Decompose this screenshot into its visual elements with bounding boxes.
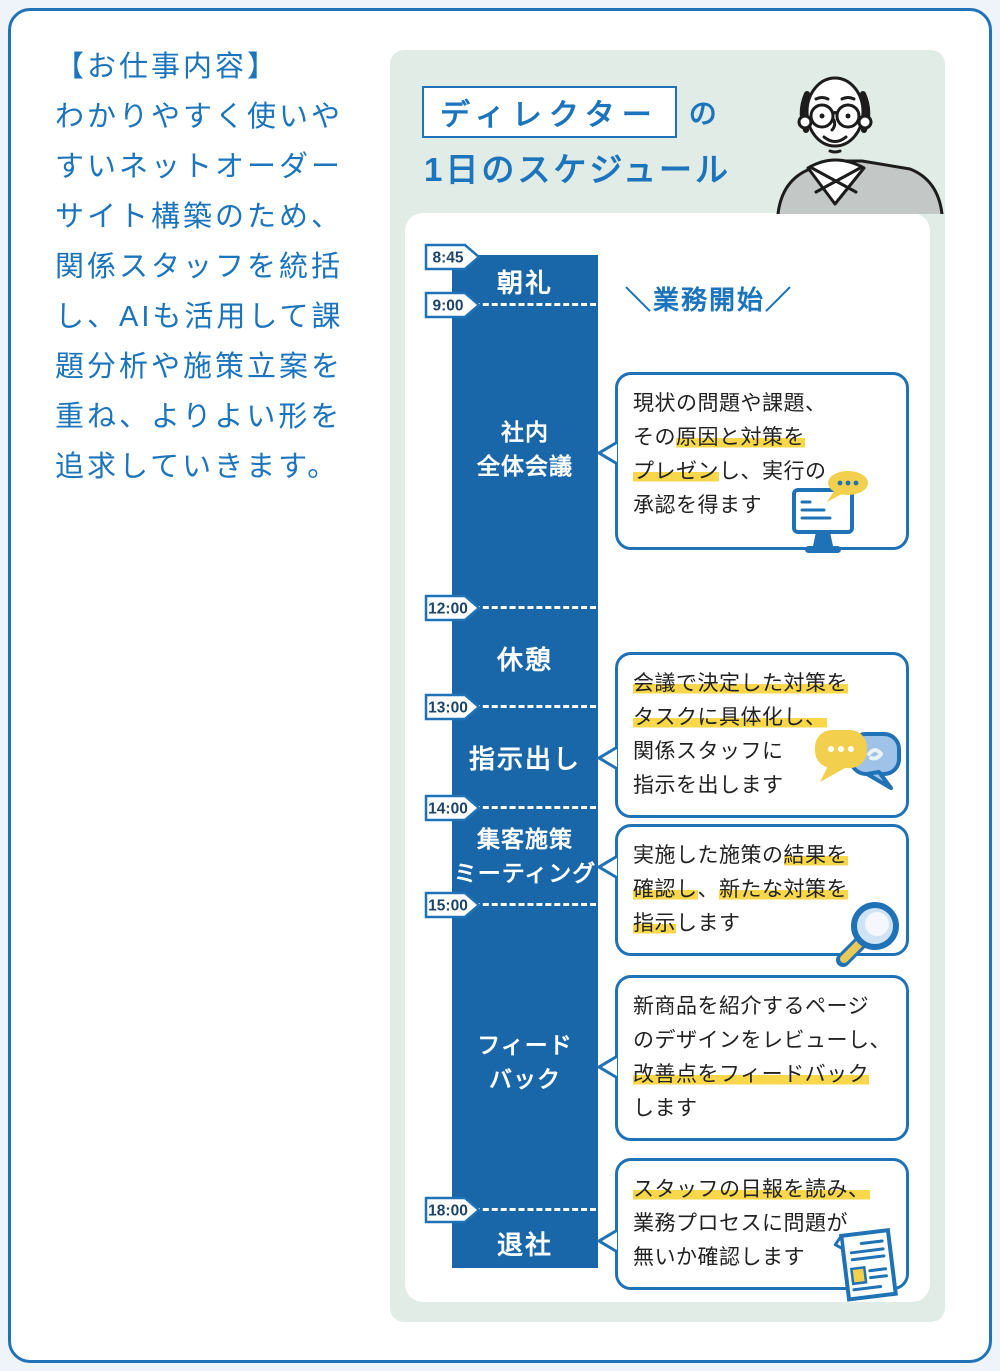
- bubble-tail: [596, 1054, 618, 1080]
- time-badge-label: 15:00: [428, 898, 468, 915]
- time-badge-1500: 15:00: [424, 891, 481, 919]
- dash-line-15-00: [456, 903, 596, 906]
- activity-marketing-meeting: 集客施策 ミーティング: [453, 826, 597, 886]
- activity-leave-office: 退社: [496, 1230, 553, 1260]
- schedule-title: 1日のスケジュール: [424, 151, 732, 188]
- dash-line-14-00: [456, 806, 596, 809]
- dash-line-12-00: [456, 606, 596, 609]
- time-badge-label: 9:00: [432, 298, 463, 315]
- bubble-marketing-meeting: 実施した施策の結果を 確認し、新たな対策を 指示します: [596, 824, 909, 956]
- activity-break: 休憩: [496, 645, 553, 675]
- bubble-tail: [596, 440, 618, 466]
- time-badge-1800: 18:00: [424, 1196, 481, 1224]
- activity-feedback: フィード バック: [477, 1032, 573, 1092]
- activity-instructions: 指示出し: [468, 744, 581, 774]
- dash-line-9-00: [456, 303, 596, 306]
- work-start-note: ＼業務開始／: [625, 285, 794, 315]
- bubble-daily-report: スタッフの日報を読み、 業務プロセスに問題が 無いか確認します: [596, 1158, 909, 1290]
- daily-report-icon: [833, 1227, 898, 1302]
- bubble-tail: [596, 745, 618, 771]
- bubble-company-meeting: 現状の問題や課題、 その原因と対策を プレゼンし、実行の 承認を得ます: [596, 372, 909, 550]
- bubble-tail: [596, 854, 618, 880]
- job-description-body: わかりやすく使いや すいネットオーダー サイト構築のため、 関係スタッフを統括 …: [55, 101, 344, 483]
- time-badge-1400: 14:00: [424, 794, 481, 822]
- time-badge-label: 12:00: [428, 601, 468, 618]
- magnifier-icon: [836, 902, 899, 967]
- time-badge-1200: 12:00: [424, 594, 481, 622]
- job-description-heading: 【お仕事内容】: [55, 51, 280, 83]
- time-badge-label: 13:00: [428, 700, 468, 717]
- time-badge-label: 8:45: [432, 250, 463, 267]
- director-portrait-illustration: [776, 76, 944, 214]
- bubble-text: 新商品を紹介するページ のデザインをレビューし、 改善点をフィードバック します: [633, 995, 891, 1120]
- monitor-chat-icon: [792, 471, 868, 553]
- role-particle: の: [688, 98, 717, 129]
- time-badge-1300: 13:00: [424, 693, 481, 721]
- bubble-text: 会議で決定した対策を タスクに具体化し、 関係スタッフに 指示を出します: [633, 672, 848, 797]
- time-badge-845: 8:45: [424, 243, 481, 271]
- time-badge-label: 14:00: [428, 801, 468, 818]
- dash-line-13-00: [456, 705, 596, 708]
- time-badge-900: 9:00: [424, 291, 481, 319]
- activity-company-meeting: 社内 全体会議: [477, 419, 573, 479]
- bubble-tail: [596, 1228, 618, 1254]
- bubble-text: 実施した施策の結果を 確認し、新たな対策を 指示します: [633, 844, 848, 935]
- timeline-bar: [452, 255, 598, 1268]
- schedule-header: ディレクター の: [422, 86, 717, 138]
- bubble-feedback: 新商品を紹介するページ のデザインをレビューし、 改善点をフィードバック します: [596, 975, 909, 1141]
- activity-morning-assembly: 朝礼: [496, 268, 553, 298]
- dash-line-18-00: [456, 1208, 596, 1211]
- bubble-text: スタッフの日報を読み、 業務プロセスに問題が 無いか確認します: [633, 1178, 870, 1269]
- bubble-text: 現状の問題や課題、 その原因と対策を プレゼンし、実行の 承認を得ます: [633, 392, 827, 517]
- chat-bubbles-icon: [815, 730, 901, 790]
- time-badge-label: 18:00: [428, 1203, 468, 1220]
- role-label-box: ディレクター: [422, 86, 677, 138]
